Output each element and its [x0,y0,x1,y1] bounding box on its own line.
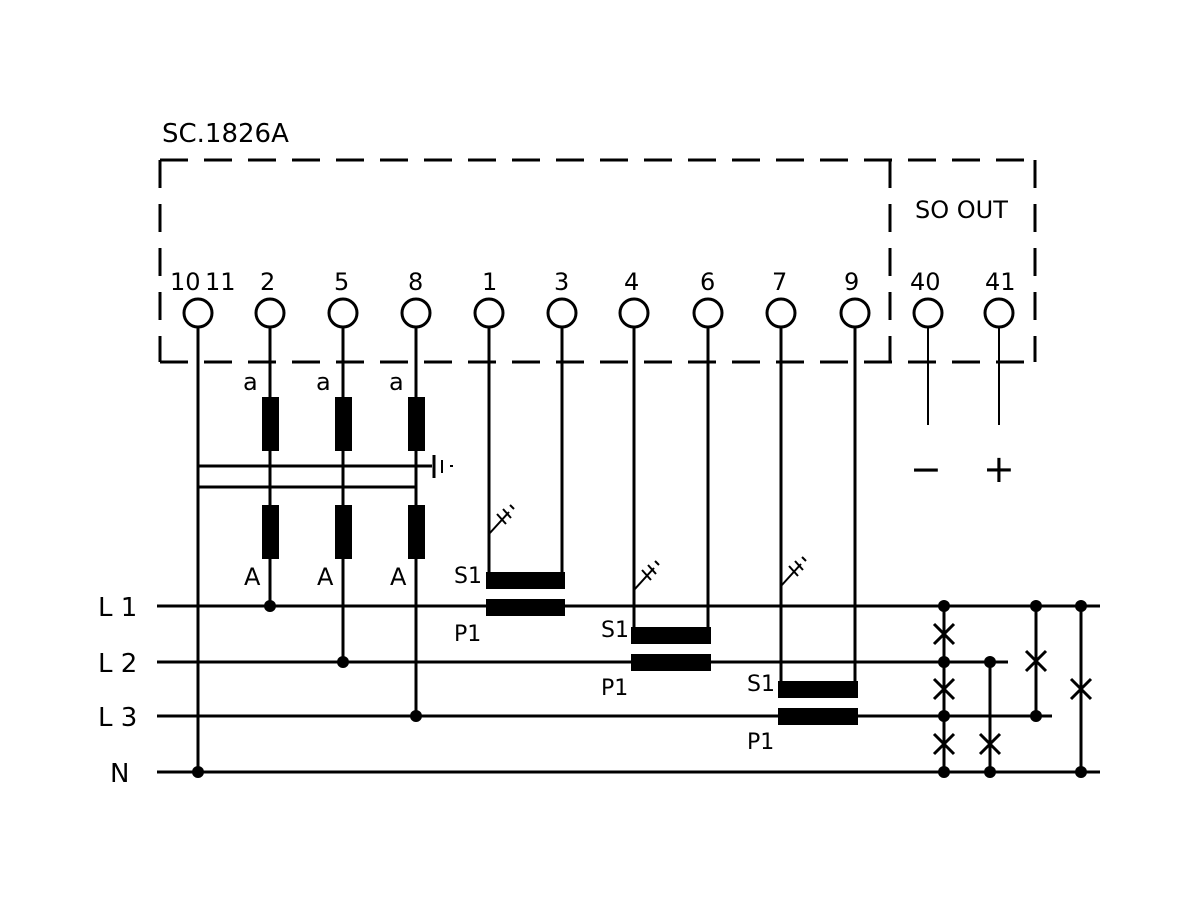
so-out-label: SO OUT [915,196,1008,224]
ct1-s1-label: S1 [454,564,482,589]
terminal-label-9: 9 [844,268,859,296]
terminal-label-7: 7 [772,268,787,296]
terminal-label-40: 40 [910,268,941,296]
ct3-ground-icon [780,556,807,587]
small-fuses: a a a [243,368,425,451]
so-plus-label: + [983,447,1015,491]
terminal-circle-5 [327,297,359,329]
terminal-label-5: 5 [334,268,349,296]
terminal-label-41: 41 [985,268,1016,296]
terminal-circle-40 [912,297,944,329]
terminal-circle-7 [765,297,797,329]
ct2-ground-icon [633,560,660,591]
terminal-circle-10-11 [182,297,214,329]
ct2-primary [631,654,711,671]
fuse-A-2-label: A [317,563,334,591]
fuse-a-1-label: a [243,368,258,396]
terminal-circle-1 [473,297,505,329]
ct3-s1-label: S1 [747,672,775,697]
ct-ground-markers [488,504,807,591]
connection-options [932,600,1093,778]
terminal-label-1: 1 [482,268,497,296]
terminal-label-10: 10 [170,268,201,296]
fuse-a-3-label: a [389,368,404,396]
ct2-s1-label: S1 [601,618,629,643]
terminal-label-6: 6 [700,268,715,296]
junction-dots [192,600,422,778]
fuse-a-2 [335,397,352,451]
device-enclosure [158,158,1037,364]
terminal-label-4: 4 [624,268,639,296]
ct2-p1-label: P1 [601,676,628,701]
terminal-circle-2 [254,297,286,329]
current-transformers: S1 P1 S1 P1 S1 P1 [454,564,858,755]
supply-lines: L 1 L 2 L 3 N [98,593,1100,789]
terminal-circle-6 [692,297,724,329]
ct3-p1-label: P1 [747,730,774,755]
fuse-A-3-label: A [390,563,407,591]
ct2-secondary [631,627,711,644]
ground-icon [432,455,453,478]
terminal-labels: 10 11 2 5 8 1 3 4 6 7 9 40 41 [170,268,1016,296]
ct1-p1-label: P1 [454,622,481,647]
line-l1-label: L 1 [98,593,137,623]
terminal-circle-9 [839,297,871,329]
cross-mark-icon [932,622,1093,756]
terminal-circle-41 [983,297,1015,329]
terminal-label-3: 3 [554,268,569,296]
terminal-label-8: 8 [408,268,423,296]
fuse-A-2 [335,505,352,559]
ct1-secondary [486,572,565,589]
large-fuses: A A A [244,505,425,591]
terminal-circle-8 [400,297,432,329]
line-n-label: N [110,759,129,789]
so-minus-label: − [910,447,942,491]
fuse-a-3 [408,397,425,451]
terminal-label-2: 2 [260,268,275,296]
fuse-A-1 [262,505,279,559]
line-l2-label: L 2 [98,649,137,679]
ct1-primary [486,599,565,616]
fuse-a-1 [262,397,279,451]
device-title: SC.1826A [162,119,289,149]
terminals [182,297,1015,329]
line-l3-label: L 3 [98,703,137,733]
terminal-circle-4 [618,297,650,329]
ct1-ground-icon [488,504,515,535]
terminal-circle-3 [546,297,578,329]
terminal-label-11: 11 [205,268,236,296]
fuse-a-2-label: a [316,368,331,396]
fuse-A-1-label: A [244,563,261,591]
ct3-primary [778,708,858,725]
ct3-secondary [778,681,858,698]
fuse-A-3 [408,505,425,559]
